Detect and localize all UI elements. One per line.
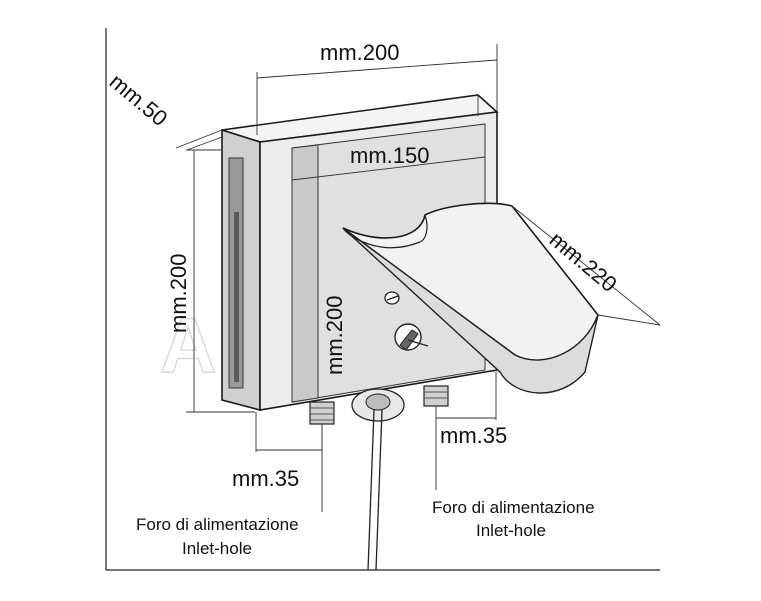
dim-label-height-left: mm.200 bbox=[166, 254, 191, 333]
inlet-caption-right-line1: Foro di alimentazione bbox=[432, 498, 595, 517]
dim-label-inlet-left: mm.35 bbox=[232, 466, 299, 491]
inlet-fittings bbox=[309, 385, 449, 571]
dim-inner-width bbox=[291, 150, 486, 185]
inlet-caption-left-line1: Foro di alimentazione bbox=[136, 515, 299, 534]
inlet-caption-left-line2: Inlet-hole bbox=[182, 539, 252, 558]
dim-label-height-front: mm.200 bbox=[322, 296, 347, 375]
dim-label-depth: mm.50 bbox=[105, 69, 173, 131]
dim-height-left bbox=[186, 149, 255, 413]
spout bbox=[342, 202, 599, 394]
dim-label-inlet-right: mm.35 bbox=[440, 423, 507, 448]
dim-label-width-top: mm.200 bbox=[320, 40, 399, 65]
dim-label-inner-width: mm.150 bbox=[350, 143, 429, 168]
dim-inlet-right bbox=[435, 372, 497, 490]
dim-width-top bbox=[256, 44, 498, 135]
inlet-caption-right-line2: Inlet-hole bbox=[476, 521, 546, 540]
dim-depth bbox=[175, 129, 223, 151]
dim-inlet-left bbox=[255, 412, 323, 512]
dim-spout-length bbox=[511, 205, 661, 326]
